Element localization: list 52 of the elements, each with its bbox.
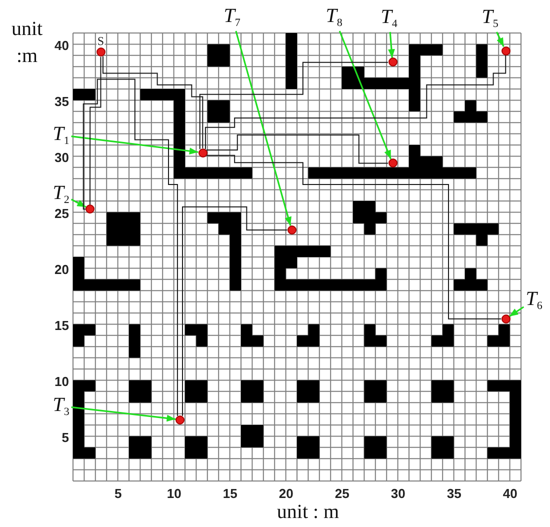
tick-label: 35 <box>446 487 462 501</box>
target-label: T$_{5}$ <box>482 6 498 30</box>
axis-title: unit : m <box>276 502 340 522</box>
tick-label: 30 <box>54 150 69 164</box>
route-line <box>204 54 506 150</box>
tick-label: 15 <box>54 318 69 332</box>
route-line <box>90 56 102 206</box>
target-label: T$_{7}$ <box>224 5 240 29</box>
tick-label: 40 <box>502 487 518 501</box>
route-line <box>182 206 288 416</box>
leader-arrow <box>338 30 392 160</box>
axis-title: unit :m <box>10 17 44 69</box>
point-marker <box>388 58 397 67</box>
tick-label: 15 <box>222 487 238 501</box>
point-label: S <box>96 34 106 47</box>
tick-label: 25 <box>334 487 350 501</box>
tick-label: 20 <box>278 487 294 501</box>
target-label: T$_{3}$ <box>52 394 70 418</box>
route-line <box>82 78 178 416</box>
tick-label: 10 <box>166 487 182 501</box>
point-marker <box>287 225 296 234</box>
route-line <box>206 154 502 320</box>
leader-arrow <box>235 30 292 226</box>
route-line <box>206 134 388 164</box>
target-label: T$_{4}$ <box>380 6 398 30</box>
point-marker <box>96 48 106 57</box>
tick-label: 35 <box>54 94 69 108</box>
target-label: T$_{1}$ <box>52 123 70 147</box>
leader-arrow <box>496 32 504 47</box>
route-line <box>102 56 204 149</box>
tick-label: 40 <box>54 38 69 52</box>
leader-arrow <box>388 32 395 58</box>
point-marker <box>198 148 208 158</box>
point-marker <box>85 204 94 214</box>
leader-arrow <box>70 198 86 208</box>
leader-arrow <box>508 306 524 318</box>
leader-arrow <box>71 406 176 422</box>
tick-label: 5 <box>62 430 69 444</box>
tick-label: 25 <box>54 206 69 220</box>
route-line <box>199 62 388 150</box>
tick-label: 30 <box>390 487 406 501</box>
point-marker <box>501 46 510 56</box>
tick-label: 20 <box>54 262 69 276</box>
target-label: T$_{6}$ <box>526 288 542 312</box>
point-marker <box>388 158 397 168</box>
target-label: T$_{8}$ <box>326 5 342 29</box>
point-marker <box>176 415 185 424</box>
target-label: T$_{2}$ <box>52 182 70 206</box>
point-marker <box>501 314 510 324</box>
leader-arrow <box>71 136 198 155</box>
tick-label: 5 <box>114 487 122 501</box>
tick-label: 10 <box>54 374 69 388</box>
